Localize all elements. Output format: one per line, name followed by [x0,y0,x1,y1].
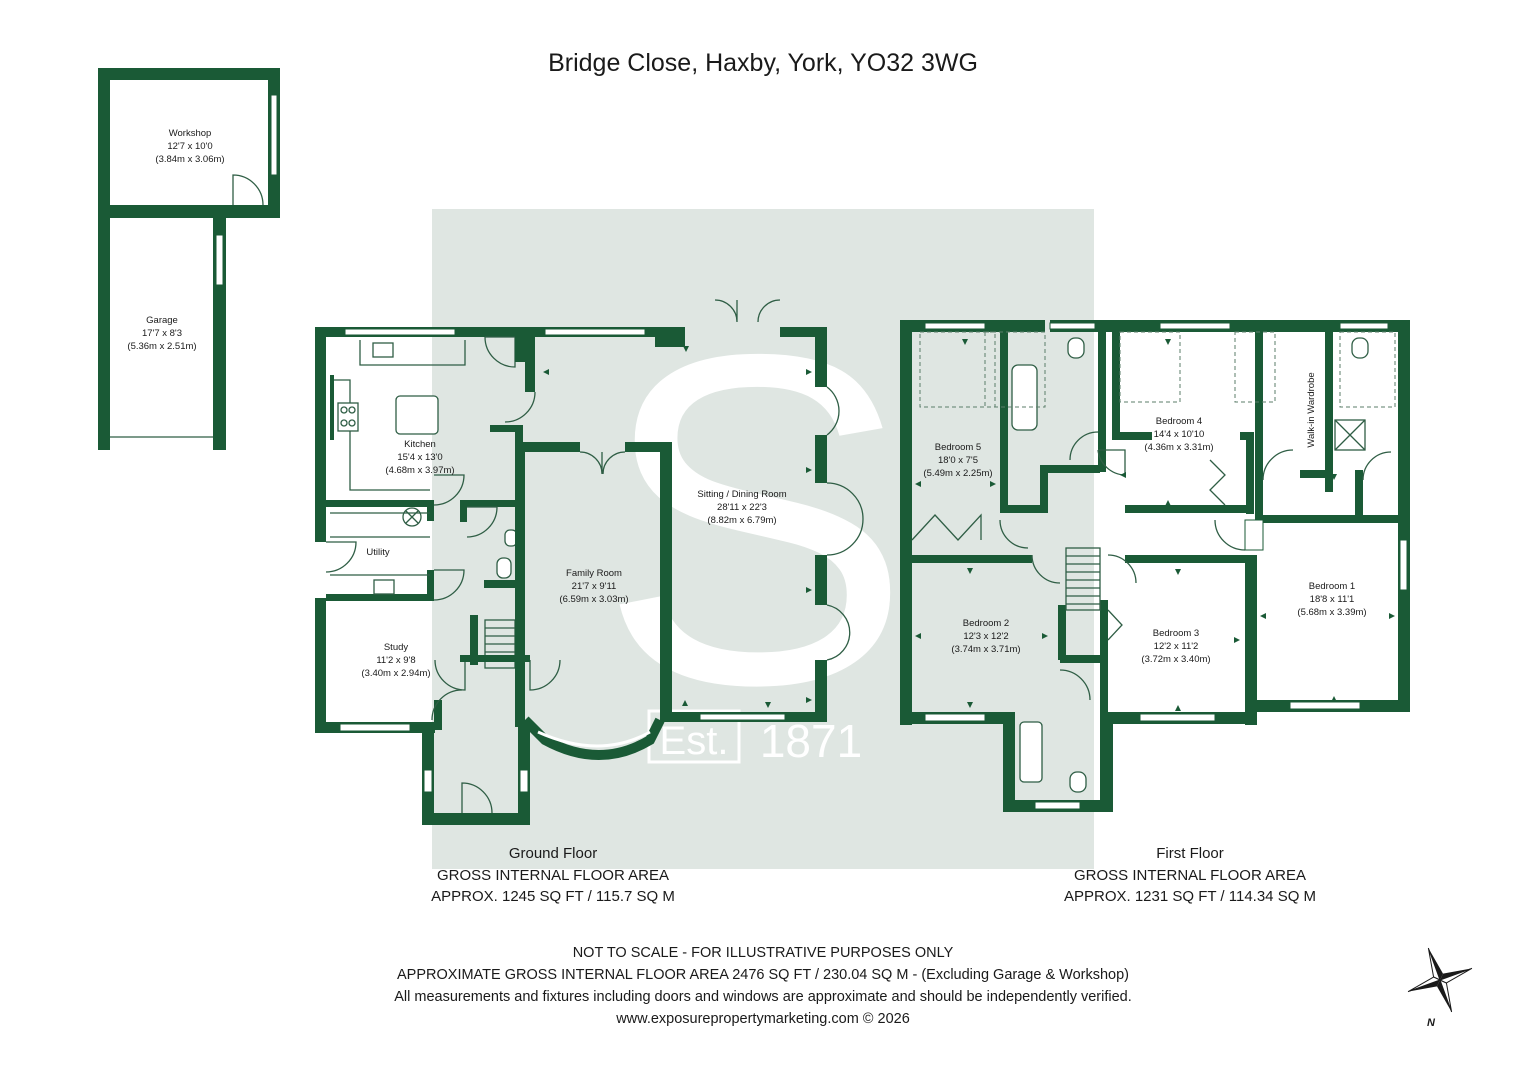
footer-line-2: APPROXIMATE GROSS INTERNAL FLOOR AREA 24… [397,967,1129,983]
bedroom4-metric: (4.36m x 3.31m) [1144,442,1213,453]
sitting-imperial: 28'11 x 22'3 [717,502,767,513]
ground-floor-area-heading: GROSS INTERNAL FLOOR AREA [437,867,669,884]
bedroom2-metric: (3.74m x 3.71m) [951,644,1020,655]
watermark-letter: S [598,257,912,782]
bedroom3-imperial: 12'2 x 11'2 [1154,641,1199,652]
workshop-metric: (3.84m x 3.06m) [155,154,224,165]
family-imperial: 21'7 x 9'11 [572,581,617,592]
sitting-name: Sitting / Dining Room [697,489,786,500]
study-name: Study [384,642,409,653]
bedroom5-name: Bedroom 5 [935,442,981,453]
footer-line-4: www.exposurepropertymarketing.com © 2026 [615,1011,910,1027]
family-metric: (6.59m x 3.03m) [559,594,628,605]
bedroom2-imperial: 12'3 x 12'2 [963,631,1008,642]
bedroom4-name: Bedroom 4 [1156,416,1202,427]
kitchen-name: Kitchen [404,439,436,450]
bedroom5-metric: (5.49m x 2.25m) [923,468,992,479]
ground-floor-area-value: APPROX. 1245 SQ FT / 115.7 SQ M [431,888,675,905]
workshop-imperial: 12'7 x 10'0 [167,141,212,152]
walkin-name: Walk-in Wardrobe [1306,372,1317,447]
bedroom1-name: Bedroom 1 [1309,581,1355,592]
workshop-name: Workshop [169,128,212,139]
sitting-metric: (8.82m x 6.79m) [707,515,776,526]
family-name: Family Room [566,568,622,579]
garage-metric: (5.36m x 2.51m) [127,341,196,352]
first-floor-plan: Walk-in Wardrobe Bedroom 5 18'0 x 7'5 (5… [900,320,1410,812]
bedroom4-imperial: 14'4 x 10'10 [1154,429,1205,440]
garage-imperial: 17'7 x 8'3 [142,328,182,339]
utility-name: Utility [366,547,389,558]
kitchen-metric: (4.68m x 3.97m) [385,465,454,476]
study-metric: (3.40m x 2.94m) [361,668,430,679]
ground-floor-plan: Kitchen 15'4 x 13'0 (4.68m x 3.97m) Util… [315,299,864,825]
first-floor-area-heading: GROSS INTERNAL FLOOR AREA [1074,867,1306,884]
bedroom3-name: Bedroom 3 [1153,628,1199,639]
compass-north-label: N [1427,1017,1436,1029]
outbuildings: Workshop 12'7 x 10'0 (3.84m x 3.06m) Gar… [98,68,280,450]
bedroom1-imperial: 18'8 x 11'1 [1310,594,1355,605]
bedroom2-name: Bedroom 2 [963,618,1009,629]
compass-icon [1407,947,1473,1013]
watermark: S Est. 1871 [432,209,1094,869]
study-imperial: 11'2 x 9'8 [376,655,415,666]
first-floor-area-value: APPROX. 1231 SQ FT / 114.34 SQ M [1064,888,1316,905]
bedroom5-imperial: 18'0 x 7'5 [938,455,978,466]
ground-floor-label: Ground Floor [509,845,597,862]
kitchen-imperial: 15'4 x 13'0 [397,452,442,463]
footer-line-1: NOT TO SCALE - FOR ILLUSTRATIVE PURPOSES… [573,945,954,961]
first-floor-label: First Floor [1156,845,1224,862]
watermark-year: 1871 [760,715,862,767]
bedroom1-metric: (5.68m x 3.39m) [1297,607,1366,618]
watermark-est: Est. [660,719,729,763]
page-title: Bridge Close, Haxby, York, YO32 3WG [548,49,978,77]
garage-name: Garage [146,315,178,326]
bedroom3-metric: (3.72m x 3.40m) [1141,654,1210,665]
footer-line-3: All measurements and fixtures including … [394,989,1132,1005]
